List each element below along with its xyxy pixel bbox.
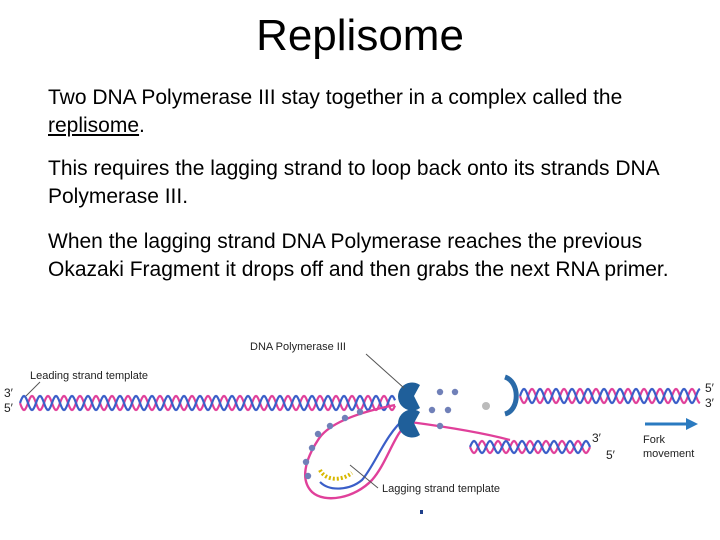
leading-strand-pink [518,387,701,405]
end-right-bottom: 3′ [705,396,715,410]
label-fork: Fork [643,434,666,446]
paragraph-replisome: Two DNA Polymerase III stay together in … [48,84,688,140]
label-dna-polymerase: DNA Polymerase III [250,341,346,353]
ssb-protein-8 [308,444,316,452]
p1-text-b: . [139,114,145,137]
lagging-loop-new-strand [319,417,406,490]
lagging-duplex-blue [468,439,592,455]
end-lag-right-top: 3′ [592,431,602,445]
ssb-protein-7 [314,430,322,438]
ssb-protein-6 [326,422,334,430]
marker-dot [420,510,423,514]
end-left-top: 3′ [4,386,14,400]
polymerase-bottom-icon [398,409,420,438]
lagging-duplex-pink [468,439,592,455]
paragraph-okazaki: When the lagging strand DNA Polymerase r… [48,230,669,281]
ssb-protein-10 [304,472,312,480]
replisome-link[interactable]: replisome [48,114,140,137]
leading-strand-blue [518,387,701,405]
helicase-clamp-icon [503,374,519,417]
lagging-loop-template [303,403,411,500]
ssb-protein-4 [356,408,364,416]
end-left-bottom: 5′ [4,401,14,415]
lagging-connector [409,420,511,442]
lagging-strand-duplex [468,439,592,455]
end-lag-right-bottom: 5′ [606,448,616,462]
label-leading-template: Leading strand template [30,370,148,382]
ssb-protein-3 [444,406,452,414]
slide-title: Replisome [256,11,464,60]
parental-strand-blue [18,394,397,412]
ssb-protein-1 [451,388,459,396]
polymerase-top-icon [398,382,420,411]
ssb-protein-0 [436,388,444,396]
paragraph-lagging-loop: This requires the lagging strand to loop… [48,157,659,208]
rna-primer [318,468,354,481]
p1-text-a: Two DNA Polymerase III stay together in … [48,86,623,109]
ssb-protein-9 [302,458,310,466]
label-lagging-template: Lagging strand template [382,483,500,495]
ssb-protein-2 [428,406,436,414]
pointer-leading [25,381,41,397]
replisome-diagram: DNA Polymerase III Leading strand templa… [4,341,715,514]
pointer-dna-pol [365,353,405,389]
fork-movement-arrow [645,418,698,430]
ssb-protein-5 [341,414,349,422]
label-movement: movement [643,448,694,460]
pointer-lagging [349,464,379,489]
dna-polymerase-iii [398,374,519,438]
lagging-strand-loop [303,403,511,500]
leading-strand-duplex [518,387,701,405]
ssb-proteins [302,388,459,480]
ssb-protein-11 [436,422,444,430]
parental-dna-duplex [18,394,397,412]
end-right-top: 5′ [705,381,715,395]
primase-dot [482,402,490,410]
